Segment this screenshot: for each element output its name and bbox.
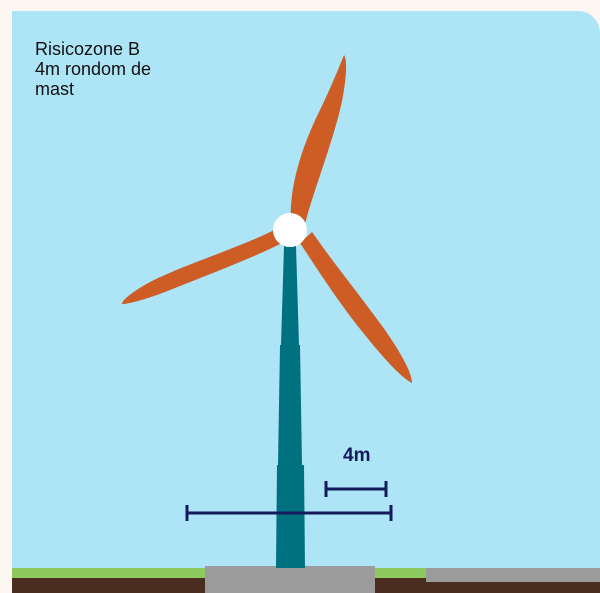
measurement	[185, 481, 393, 521]
road-strip	[426, 568, 600, 582]
mast-middle	[278, 345, 302, 465]
risk-zone-caption: Risicozone B 4m rondom de mast	[35, 39, 235, 99]
caption-line-2: 4m rondom de	[35, 59, 152, 79]
mast	[276, 246, 305, 568]
blade-right	[300, 232, 412, 383]
blade-upper	[290, 55, 347, 228]
hub	[273, 213, 307, 247]
mast-lower	[276, 465, 305, 568]
rotor	[122, 55, 412, 383]
ground	[12, 566, 600, 593]
measure-label: 4m	[343, 445, 370, 466]
blade-left	[122, 228, 280, 304]
foundation-block	[205, 566, 375, 593]
caption-line-1: Risicozone B	[35, 39, 141, 59]
mast-upper	[281, 246, 299, 345]
scene: Risicozone B 4m rondom de mast	[12, 11, 600, 593]
caption-line-3: mast	[35, 79, 75, 99]
